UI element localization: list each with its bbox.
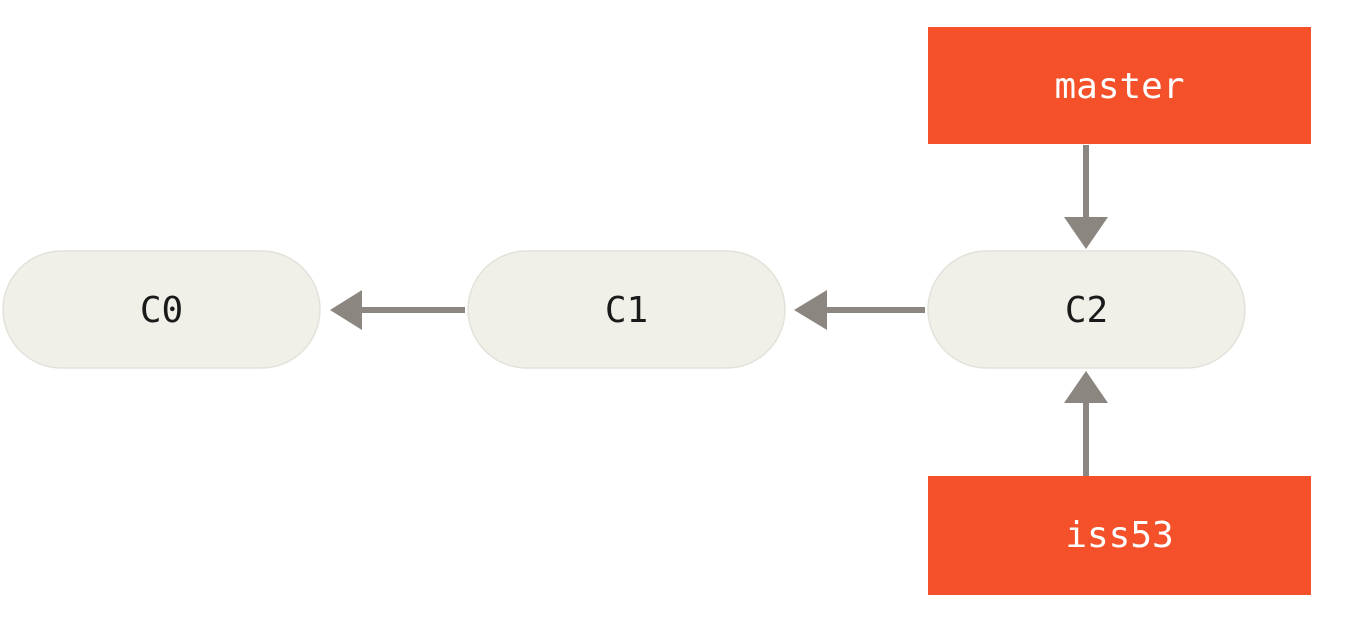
commit-node-c1[interactable]: C1 [467, 250, 786, 369]
commit-node-c0-label: C0 [140, 290, 183, 331]
edge-layer [330, 145, 1108, 476]
commit-node-c1-label: C1 [605, 290, 648, 331]
commit-node-c0[interactable]: C0 [2, 250, 321, 369]
branch-pointer-iss53-shape [928, 476, 1311, 595]
branch-pointer-iss53[interactable]: iss53 [928, 476, 1311, 595]
commit-node-c2[interactable]: C2 [927, 250, 1246, 369]
commit-node-c0-shape [2, 250, 321, 369]
edge-iss53-to-c2-arrowhead [1064, 371, 1108, 403]
commit-layer: C0 C1 C2 [2, 250, 1246, 369]
commit-node-c2-label: C2 [1065, 290, 1108, 331]
edge-c2-to-c1-arrowhead [794, 290, 827, 330]
branch-pointer-master[interactable]: master [928, 27, 1311, 144]
branch-pointer-master-shape [928, 27, 1311, 144]
edge-master-to-c2-arrowhead [1064, 217, 1108, 249]
edge-c2-to-c1 [794, 290, 925, 330]
edge-iss53-to-c2 [1064, 371, 1108, 476]
edge-c1-to-c0 [330, 290, 465, 330]
commit-node-c2-shape [927, 250, 1246, 369]
commit-node-c1-shape [467, 250, 786, 369]
branch-pointer-master-label: master [1054, 66, 1184, 107]
edge-c1-to-c0-arrowhead [330, 290, 362, 330]
branch-pointer-iss53-label: iss53 [1065, 515, 1173, 556]
branch-layer: master iss53 [928, 27, 1311, 595]
edge-master-to-c2 [1064, 145, 1108, 249]
